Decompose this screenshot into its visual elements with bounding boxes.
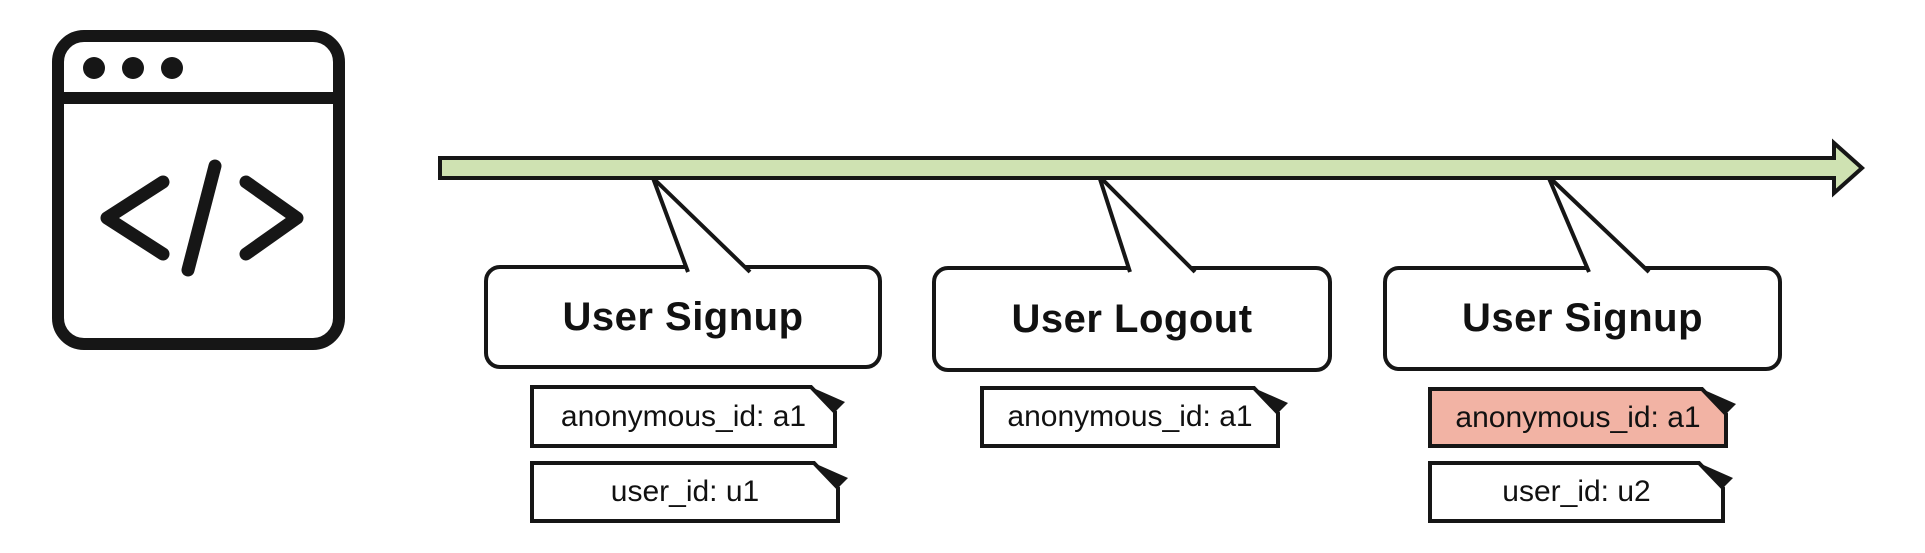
window-dot-icon xyxy=(161,57,183,79)
callout-pointer-2 xyxy=(1097,174,1197,274)
event-callout-signup-1: User Signup xyxy=(484,265,882,369)
code-brackets-icon xyxy=(100,159,304,277)
event-title: User Signup xyxy=(1461,296,1704,340)
folded-corner-icon xyxy=(1699,463,1733,488)
event-callout-logout: User Logout xyxy=(932,266,1332,372)
property-tag-user-id: user_id: u2 xyxy=(1428,461,1733,523)
window-dot-icon xyxy=(83,57,105,79)
tag-label: user_id: u1 xyxy=(610,475,760,508)
window-dot-icon xyxy=(122,57,144,79)
event-title: User Logout xyxy=(1011,296,1253,341)
event-title: User Signup xyxy=(562,294,804,339)
code-browser-icon xyxy=(52,30,345,350)
tag-label: anonymous_id: a1 xyxy=(560,399,807,433)
note-tag-shape xyxy=(530,385,845,448)
property-tag-anonymous-id-highlighted: anonymous_id: a1 xyxy=(1428,387,1736,448)
note-tag-shape xyxy=(1428,461,1733,523)
tag-label: anonymous_id: a1 xyxy=(1455,400,1701,434)
folded-corner-icon xyxy=(814,463,848,488)
callout-pointer-3 xyxy=(1546,174,1651,274)
tag-label: user_id: u2 xyxy=(1502,475,1651,508)
property-tag-anonymous-id: anonymous_id: a1 xyxy=(530,385,845,448)
event-callout-signup-2: User Signup xyxy=(1383,266,1782,371)
property-tag-anonymous-id: anonymous_id: a1 xyxy=(980,386,1288,448)
note-tag-shape xyxy=(1428,387,1736,448)
folded-corner-icon xyxy=(1702,389,1736,414)
browser-window-frame xyxy=(52,30,345,350)
callout-pointer-1 xyxy=(651,176,752,274)
note-tag-shape xyxy=(980,386,1288,448)
timeline-arrow xyxy=(438,138,1866,198)
folded-corner-icon xyxy=(1254,388,1288,413)
folded-corner-icon xyxy=(811,387,845,412)
note-tag-shape xyxy=(530,461,848,523)
property-tag-user-id: user_id: u1 xyxy=(530,461,848,523)
tag-label: anonymous_id: a1 xyxy=(1007,400,1253,433)
